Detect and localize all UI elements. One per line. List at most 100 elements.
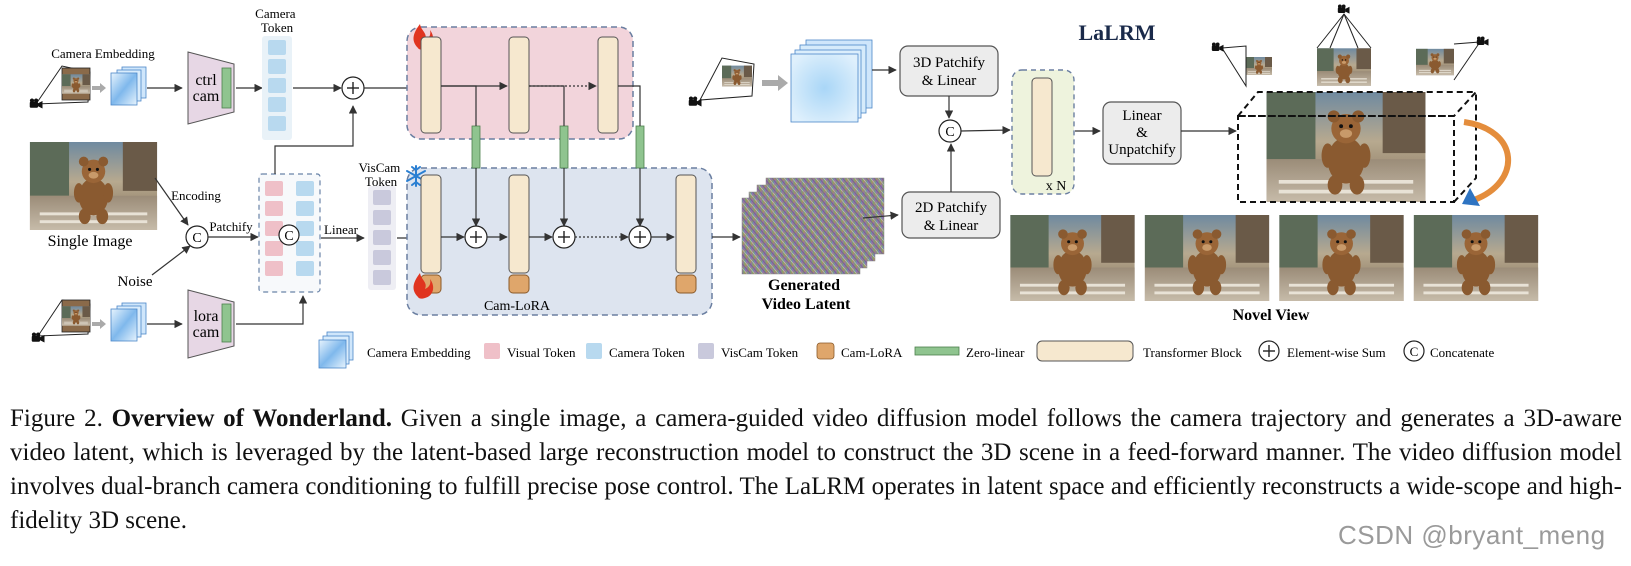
- legend: Camera Embedding Visual Token Camera Tok…: [318, 331, 1494, 369]
- svg-text:& Linear: & Linear: [924, 218, 979, 234]
- svg-text:Camera Token: Camera Token: [609, 345, 685, 360]
- noise-label: Noise: [118, 274, 153, 290]
- concat-node-input: C: [185, 225, 209, 249]
- svg-text:Linear: Linear: [1122, 108, 1161, 124]
- rotation-arrow-icon: [1463, 119, 1512, 203]
- linear-unpatchify-box: Linear & Unpatchify: [1102, 101, 1182, 165]
- novel-view-strip: [1010, 215, 1539, 301]
- camera-icon: [1211, 42, 1224, 52]
- reconstructed-3d-scene: [1235, 91, 1479, 203]
- lalrm-transformer-block: [1031, 77, 1053, 177]
- sum-node-main-1: [464, 225, 488, 249]
- viscam-token-column: [368, 186, 396, 290]
- svg-text:ctrl: ctrl: [195, 72, 217, 89]
- camera-embedding-stack-bottom: [110, 302, 147, 342]
- gray-arrow-icon: [92, 83, 106, 93]
- legend-item-concatenate: C Concatenate: [1403, 340, 1494, 362]
- svg-text:cam: cam: [193, 324, 220, 341]
- legend-item-zero-linear: Zero-linear: [914, 345, 1025, 360]
- ctrl-transformer-block-2: [508, 36, 530, 134]
- camera-icon: [1476, 36, 1489, 46]
- cam-lora-label: Cam-LoRA: [484, 299, 551, 314]
- patchify-3d-box: 3D Patchify & Linear: [899, 45, 999, 97]
- svg-text:Cam-LoRA: Cam-LoRA: [841, 345, 903, 360]
- camera-embedding-top-label: Camera Embedding: [51, 46, 155, 61]
- svg-text:3D Patchify: 3D Patchify: [913, 55, 986, 71]
- zero-linear-1: [471, 125, 481, 169]
- figure-number: Figure 2.: [10, 405, 103, 432]
- watermark: CSDN @bryant_meng: [1338, 520, 1606, 550]
- legend-item-camera-embedding: Camera Embedding: [318, 331, 471, 369]
- flame-icon: [413, 273, 434, 299]
- novel-view-2: [1144, 215, 1270, 301]
- lalrm-title: LaLRM: [1079, 20, 1156, 45]
- single-image-label: Single Image: [48, 233, 133, 250]
- gray-arrow-icon: [92, 319, 106, 329]
- gray-arrow-icon: [762, 75, 788, 91]
- svg-text:Visual Token: Visual Token: [507, 345, 576, 360]
- legend-item-element-wise-sum: Element-wise Sum: [1258, 340, 1386, 362]
- caption-text: Given a single image, a camera-guided vi…: [10, 405, 1622, 534]
- sum-node-main-2: [552, 225, 576, 249]
- novel-view-3: [1279, 215, 1404, 301]
- novel-view-label: Novel View: [1233, 307, 1310, 324]
- rotation-arrowhead-icon: [1462, 188, 1480, 206]
- camera-icon: [29, 98, 43, 109]
- camera-icon: [31, 332, 45, 343]
- svg-text:&: &: [1136, 125, 1148, 141]
- zero-linear-2: [559, 125, 569, 169]
- svg-text:2D Patchify: 2D Patchify: [915, 200, 988, 216]
- generated-video-latent: [741, 177, 885, 275]
- token-concat-box: C: [258, 173, 321, 293]
- svg-text:lora: lora: [194, 308, 219, 325]
- novel-view-4: [1413, 215, 1539, 301]
- legend-item-viscam-token: VisCam Token: [698, 343, 799, 360]
- generated-video-latent-label: Generated Video Latent: [762, 277, 851, 313]
- svg-text:Zero-linear: Zero-linear: [966, 345, 1025, 360]
- legend-item-visual-token: Visual Token: [484, 343, 576, 360]
- zero-linear-3: [635, 125, 645, 169]
- svg-text:cam: cam: [193, 88, 220, 105]
- camera-frustum-bottom: [31, 299, 91, 343]
- encoding-label: Encoding: [171, 188, 221, 203]
- architecture-diagram: Camera Embedding ctrl cam Camera Token S…: [29, 4, 1539, 369]
- lora-cam-encoder: lora cam: [187, 289, 235, 359]
- camera-token-column: [262, 36, 292, 140]
- ctrl-transformer-block-3: [597, 36, 619, 134]
- camera-embedding-stack-right: [790, 39, 873, 123]
- svg-text:Element-wise Sum: Element-wise Sum: [1287, 345, 1386, 360]
- figure-caption: Figure 2. Overview of Wonderland. Given …: [10, 402, 1622, 538]
- ctrl-cam-encoder: ctrl cam: [187, 51, 235, 125]
- svg-text:Transformer Block: Transformer Block: [1143, 345, 1242, 360]
- svg-text:C: C: [1410, 344, 1419, 359]
- main-transformer-block-1: [420, 174, 442, 294]
- snowflake-icon: [406, 165, 426, 187]
- sum-node-ctrl: [341, 76, 365, 100]
- camera-frustum-right: [688, 57, 755, 107]
- repeat-n-label: x N: [1046, 179, 1067, 194]
- svg-text:C: C: [284, 229, 293, 244]
- legend-item-transformer-block: Transformer Block: [1036, 340, 1242, 362]
- svg-text:Unpatchify: Unpatchify: [1108, 142, 1176, 158]
- main-transformer-block-3: [675, 174, 697, 294]
- main-transformer-block-2: [508, 174, 530, 294]
- patchify-2d-box: 2D Patchify & Linear: [901, 191, 1001, 239]
- ctrl-transformer-block-1: [420, 36, 442, 134]
- svg-text:VisCam Token: VisCam Token: [721, 345, 799, 360]
- legend-item-cam-lora: Cam-LoRA: [816, 342, 903, 360]
- camera-token-label: Camera Token: [255, 6, 299, 35]
- svg-text:Camera Embedding: Camera Embedding: [367, 345, 471, 360]
- camera-icon: [1337, 4, 1350, 14]
- novel-view-1: [1010, 215, 1135, 301]
- camera-views-top: [1211, 4, 1489, 88]
- camera-icon: [688, 96, 702, 107]
- linear-label: Linear: [324, 222, 359, 237]
- svg-text:& Linear: & Linear: [922, 73, 977, 89]
- svg-text:C: C: [192, 231, 201, 246]
- single-image: [29, 142, 158, 230]
- camera-frustum-top: [29, 65, 91, 109]
- sum-node-main-3: [628, 225, 652, 249]
- viscam-token-label: VisCam Token: [358, 160, 403, 189]
- figure-title: Overview of Wonderland.: [111, 405, 392, 432]
- svg-text:C: C: [945, 125, 954, 140]
